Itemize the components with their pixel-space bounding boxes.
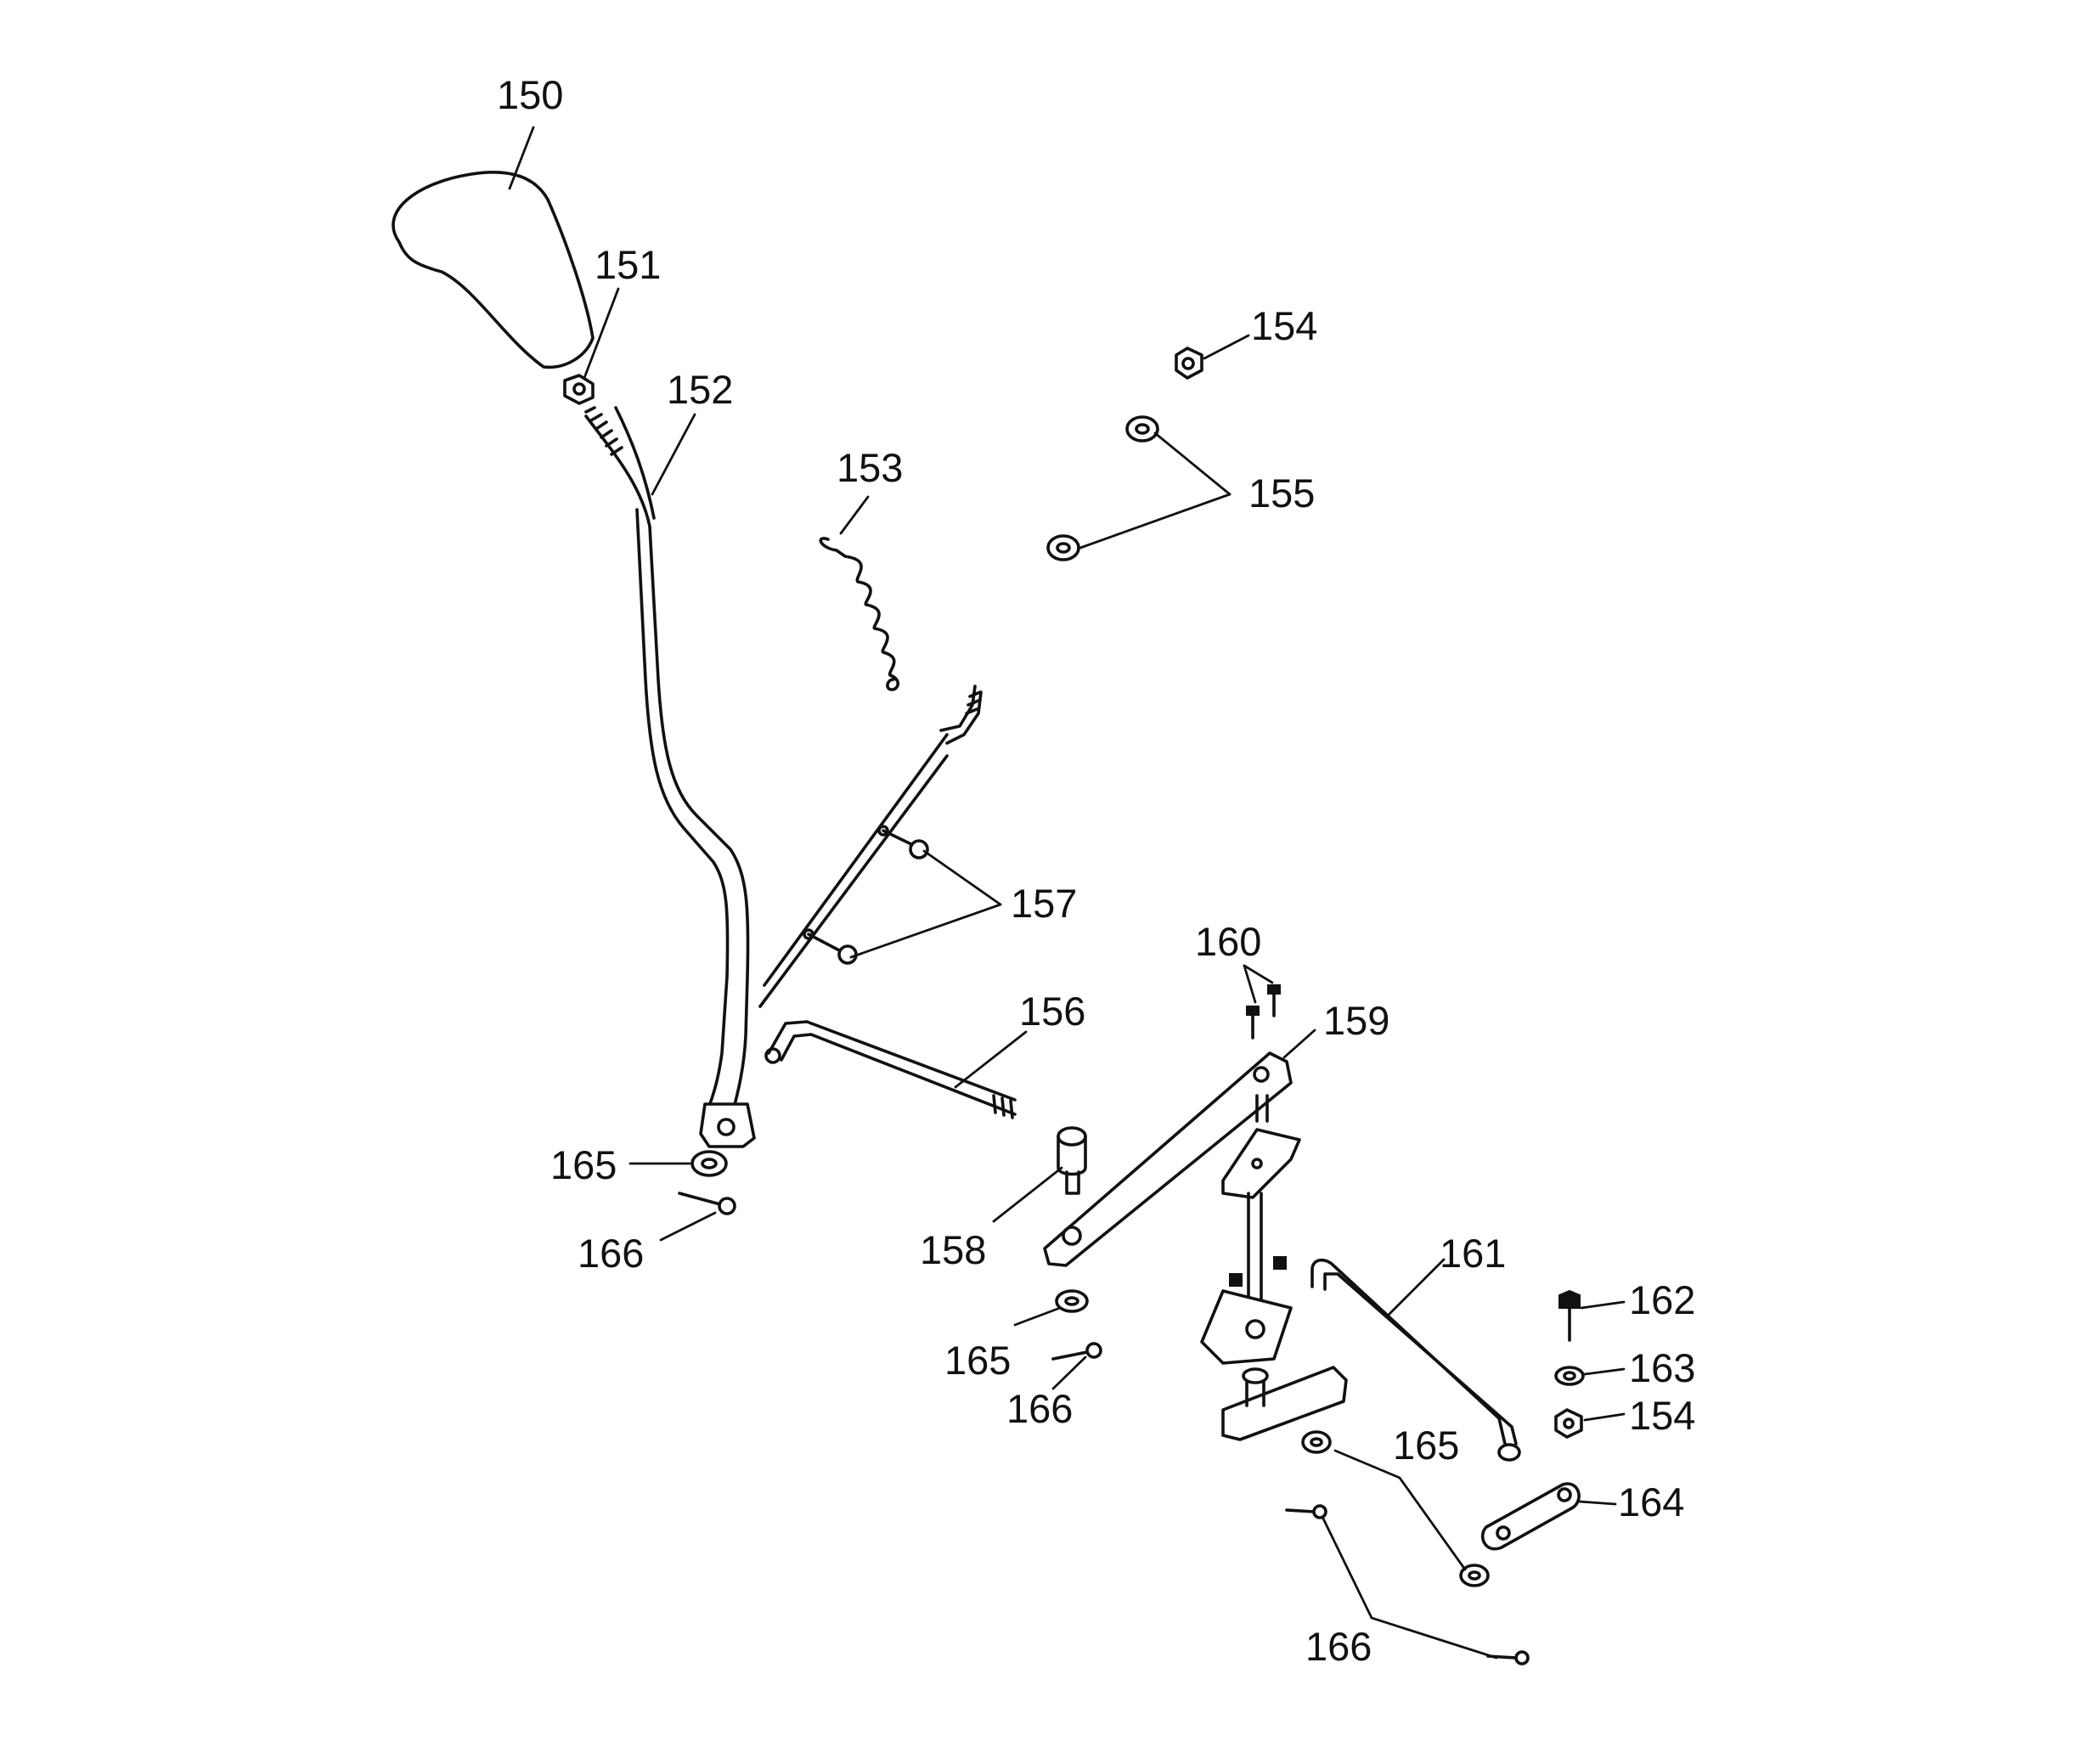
nut-151 <box>563 374 595 405</box>
callout-166-left: 166 <box>578 1231 644 1276</box>
callout-153: 153 <box>837 445 903 490</box>
link-rod-161 <box>1310 1258 1521 1462</box>
nut-154-bottom <box>1554 1408 1583 1439</box>
callout-163: 163 <box>1629 1345 1695 1390</box>
shift-lever-152 <box>584 406 1017 1148</box>
callout-165-left: 165 <box>550 1142 617 1187</box>
callout-158: 158 <box>920 1227 986 1272</box>
washer-163 <box>1554 1366 1585 1386</box>
bolt-162 <box>1558 1289 1581 1342</box>
callout-150: 150 <box>497 72 563 117</box>
washers-155 <box>1046 415 1159 561</box>
callout-166-middle: 166 <box>1006 1386 1073 1431</box>
washers-165 <box>690 1150 1490 1587</box>
callout-156: 156 <box>1019 989 1085 1034</box>
callout-152: 152 <box>667 367 733 412</box>
link-164 <box>1480 1482 1581 1551</box>
callout-154-bottom: 154 <box>1629 1393 1695 1438</box>
callout-154-top: 154 <box>1251 303 1317 348</box>
callout-164: 164 <box>1618 1479 1684 1524</box>
knob-150 <box>392 171 595 369</box>
callout-165-right: 165 <box>1393 1423 1459 1468</box>
leader-lines <box>508 126 1626 1660</box>
callout-161: 161 <box>1440 1231 1506 1276</box>
callout-labels: 150 151 152 153 154 155 156 157 158 159 … <box>497 72 1695 1669</box>
bolts-160 <box>1246 984 1281 1040</box>
arm-159 <box>1043 1051 1348 1441</box>
nut-154-top <box>1175 347 1203 380</box>
callout-165-middle: 165 <box>944 1338 1011 1383</box>
callout-160: 160 <box>1195 919 1261 964</box>
cotter-pins-166 <box>678 1192 1530 1665</box>
callout-159: 159 <box>1323 998 1389 1043</box>
callout-157: 157 <box>1011 881 1077 926</box>
callout-151: 151 <box>595 242 661 287</box>
spring-153 <box>819 537 900 691</box>
callout-162: 162 <box>1629 1277 1695 1322</box>
callout-166-right: 166 <box>1305 1624 1372 1669</box>
pivot-158 <box>1057 1126 1087 1195</box>
callout-155: 155 <box>1248 471 1315 516</box>
